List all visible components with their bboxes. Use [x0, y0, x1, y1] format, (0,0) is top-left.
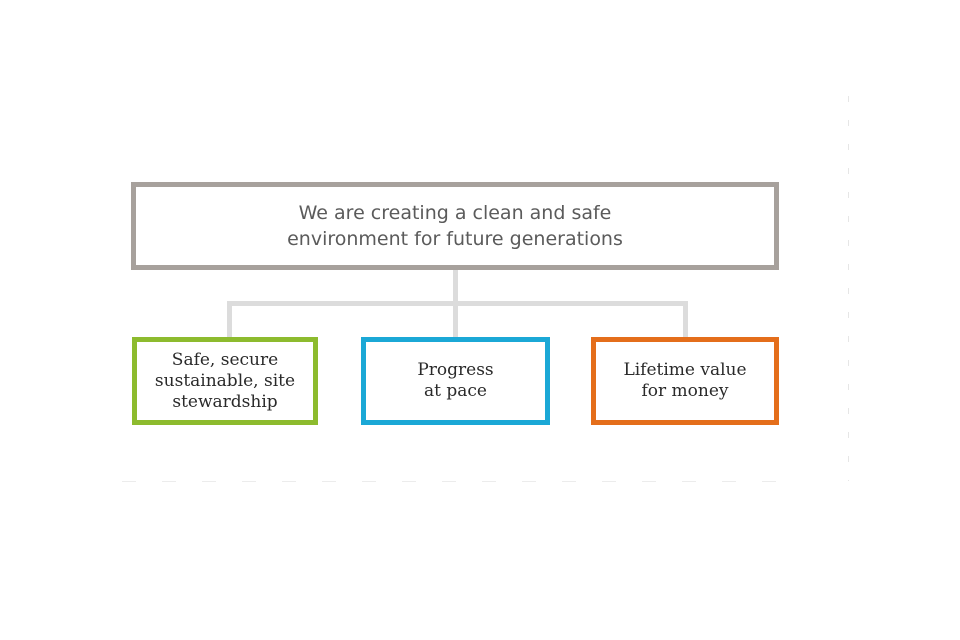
goal-line-1: We are creating a clean and safe [298, 202, 612, 224]
pillar-value-line-2: for money [641, 381, 729, 401]
connector-left-drop [227, 301, 232, 337]
pillar-value-line-1: Lifetime value [623, 360, 747, 380]
pillar-progress-line-1: Progress [417, 360, 494, 380]
pillar-box-progress: Progress at pace [361, 337, 550, 425]
pillar-box-stewardship: Safe, secure sustainable, site stewardsh… [132, 337, 318, 425]
pillar-box-value: Lifetime value for money [591, 337, 779, 425]
pillar-stewardship-line-2: sustainable, site [154, 370, 296, 391]
pillar-stewardship-line-3: stewardship [172, 391, 278, 412]
faint-baseline [122, 481, 782, 482]
connector-trunk [453, 270, 458, 303]
pillar-progress-line-2: at pace [424, 381, 487, 401]
goal-box: We are creating a clean and safe environ… [131, 182, 779, 270]
connector-right-drop [683, 301, 688, 337]
pillar-stewardship-line-1: Safe, secure [171, 349, 279, 370]
faint-vertical-rule [848, 96, 849, 481]
goal-line-2: environment for future generations [287, 228, 623, 250]
connector-center-drop [453, 301, 458, 337]
